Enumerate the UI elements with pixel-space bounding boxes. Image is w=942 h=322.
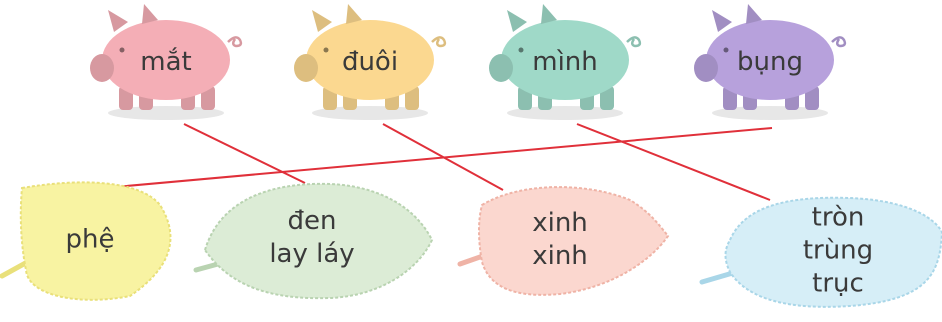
pig-body [706,20,834,100]
leaf-shape [203,182,434,300]
leaf-den [193,182,434,300]
pig-body [306,20,434,100]
pig-leg [600,86,614,110]
pig-snout [489,54,513,82]
leaf-label-tron-line-2: trùng trục [802,235,874,299]
pig-row [90,4,847,120]
connection-minh-tron [576,123,771,201]
leaf-row [0,181,942,308]
pig-bung [694,4,847,120]
pig-shadow [312,106,428,120]
pig-eye [723,47,729,53]
pig-duoi [294,4,447,120]
pig-minh [489,4,642,120]
leaf-label-tron: tròn trùng trục [786,202,890,301]
pig-label-minh: mình [532,47,598,77]
pig-eye [518,47,524,53]
leaf-shape [478,186,670,296]
pig-ear [108,10,128,32]
pig-shadow [712,106,828,120]
pig-ear [541,4,557,24]
leaf-tron [699,196,942,308]
pig-tail [431,36,447,48]
leaf-label-den: đen lay láy [269,205,354,271]
pig-shadow [108,106,224,120]
leaf-label-xinh-line-1: xinh [532,208,588,238]
pig-ear [507,10,527,32]
pig-ear [312,10,332,32]
leaf-label-phe-line-1: phệ [65,224,115,255]
pig-ear [712,10,732,32]
pig-tail [831,36,847,48]
pig-label-bung: bụng [737,47,803,77]
pig-leg [201,86,215,110]
pig-eye [119,47,125,53]
pig-mat [90,4,243,120]
pig-tail [227,36,243,48]
pig-snout [90,54,114,82]
leaf-label-tron-line-1: tròn [811,202,865,233]
leaf-label-den-line-2: lay láy [269,239,355,269]
leaf-shape [19,181,172,301]
pig-ear [346,4,362,24]
pig-snout [294,54,318,82]
leaf-label-xinh: xinh xinh [532,207,588,273]
leaf-label-den-line-1: đen [287,206,337,236]
leaf-shape [724,196,942,308]
pig-ear [746,4,762,24]
pig-eye [323,47,329,53]
leaf-label-phe: phệ [66,224,115,257]
leaf-label-xinh-line-2: xinh [532,241,588,271]
pig-shadow [507,106,623,120]
pig-body [102,20,230,100]
leaf-phe [0,181,172,301]
pig-leg [805,86,819,110]
pig-snout [694,54,718,82]
leaf-xinh [457,186,670,296]
pig-tail [626,36,642,48]
pig-body [501,20,629,100]
pig-leg [405,86,419,110]
pig-label-duoi: đuôi [341,47,399,77]
connection-mat-den [183,123,306,184]
connection-lines [103,123,773,201]
connection-bung-phe [103,127,773,189]
pig-ear [142,4,158,24]
pig-label-mat: mắt [140,47,192,77]
